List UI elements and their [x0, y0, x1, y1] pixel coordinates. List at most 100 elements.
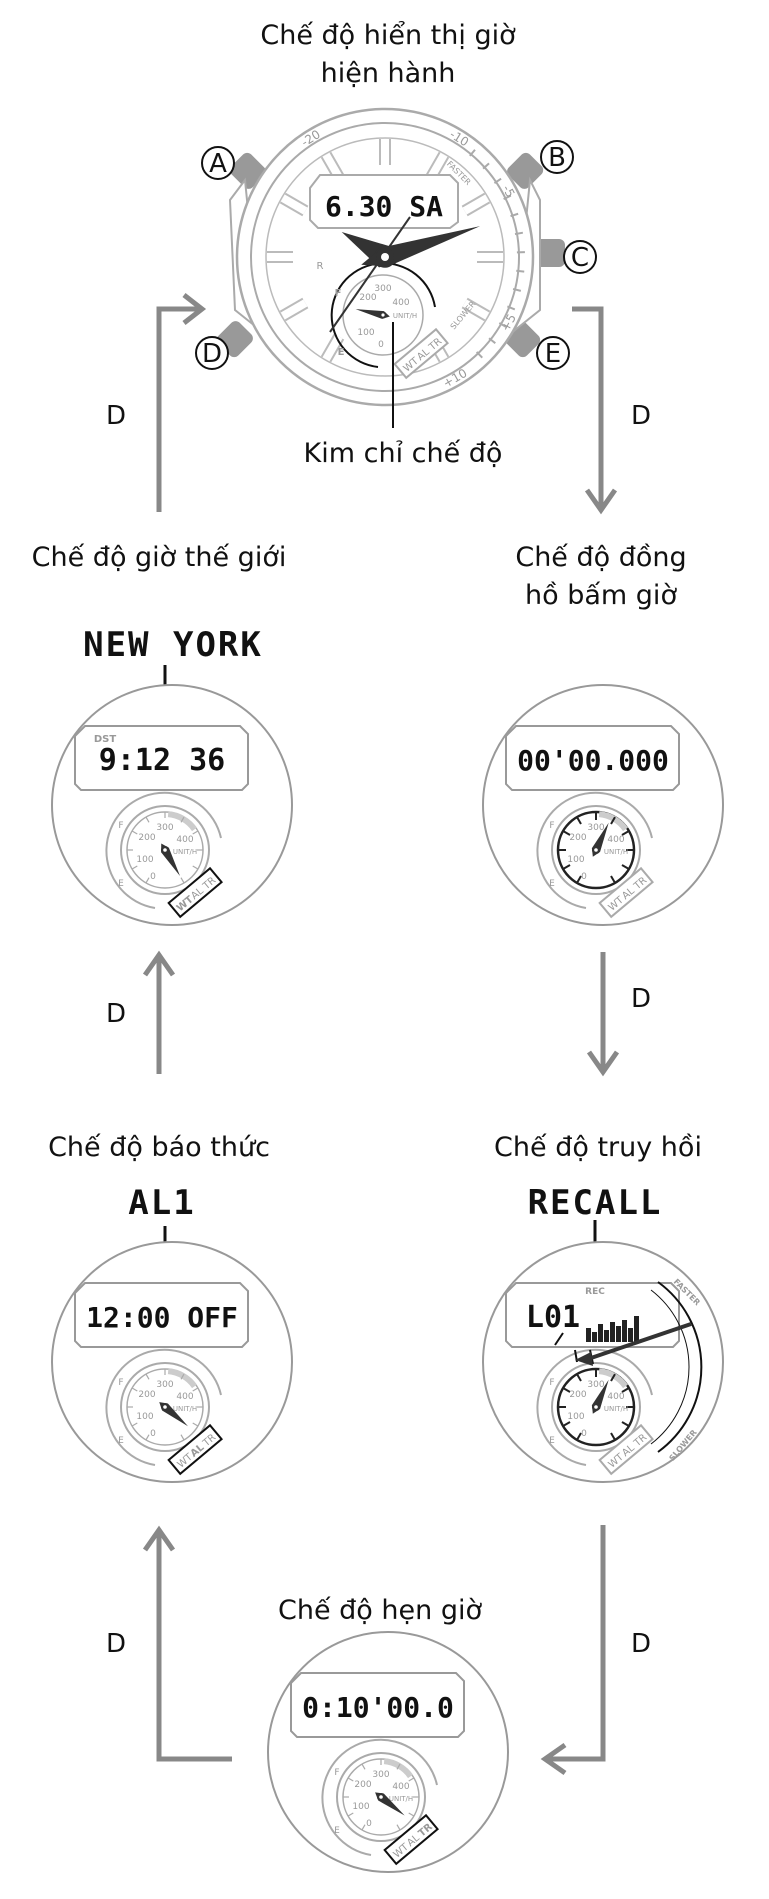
- bezel-tick: [493, 177, 502, 185]
- subdial-label-200: 200: [569, 1390, 586, 1400]
- subdial-tick: [576, 875, 582, 884]
- hour-index: [280, 194, 308, 215]
- button-e-label: E: [545, 339, 561, 369]
- arrowhead-left: [540, 1742, 567, 1776]
- subdial-label-0: 0: [378, 340, 384, 350]
- subdial-tick: [192, 1422, 199, 1427]
- button-b[interactable]: [505, 150, 546, 191]
- world-time-city: NEW YORK: [83, 625, 263, 665]
- arrowhead-down: [584, 488, 618, 515]
- lcd-text: 6.30 SA: [325, 190, 443, 223]
- subdial-outer-ring: [105, 791, 222, 909]
- fuel-f-label: F: [118, 1378, 123, 1388]
- recall-graph-bar: [592, 1332, 597, 1342]
- arrow-to-current-mode: [156, 306, 200, 512]
- fuel-f-label: F: [334, 1768, 339, 1778]
- subdial-tick: [396, 1763, 401, 1770]
- bezel-tick: [469, 149, 476, 157]
- recall-pointer-hand: [590, 1322, 692, 1360]
- button-d-label: D: [202, 339, 222, 369]
- bezel-tick: [503, 194, 512, 201]
- recall-graph-bar: [604, 1330, 609, 1342]
- subdial-label-0: 0: [366, 1819, 372, 1829]
- subdial-outer-ring: [330, 262, 436, 368]
- subdial-tick: [361, 1763, 366, 1770]
- subdial-tick: [131, 1387, 138, 1392]
- recall-graph-bar: [628, 1328, 633, 1342]
- recall-pointer-hand-tail: [575, 1352, 593, 1366]
- subdial-tick: [408, 1777, 415, 1782]
- subdial-tick: [621, 830, 630, 836]
- hour-index: [322, 152, 343, 180]
- fuel-e-label: E: [338, 347, 345, 358]
- subdial-label-400: 400: [392, 1782, 409, 1792]
- button-b-body: [507, 152, 544, 189]
- fuel-e-label: E: [549, 879, 555, 889]
- button-c[interactable]: [535, 239, 565, 267]
- subdial-label-300: 300: [587, 1380, 604, 1390]
- fuel-f-label: F: [335, 288, 342, 299]
- subdial-label-400: 400: [607, 1392, 624, 1402]
- bezel-tick: [498, 322, 507, 328]
- bezel-label: -5: [500, 183, 518, 200]
- recall-graph-bar: [610, 1322, 615, 1342]
- hand-pivot-center: [163, 848, 167, 852]
- hand-pivot-center: [594, 848, 598, 852]
- fuel-e-label: E: [549, 1436, 555, 1446]
- subdial-tick: [361, 1824, 366, 1831]
- subdial-label-400: 400: [607, 835, 624, 845]
- bezel-tick: [475, 351, 483, 359]
- subdial-unit-label: UNIT/H: [173, 1405, 197, 1413]
- subdial-label-400: 400: [176, 1392, 193, 1402]
- lcd-text: 0:10'00.0: [302, 1691, 454, 1724]
- subdial-label-100: 100: [567, 1412, 584, 1422]
- subdial-label-100: 100: [567, 855, 584, 865]
- button-d-marker: [195, 336, 229, 370]
- subdial-outer-ring: [536, 1348, 653, 1466]
- d-label-2: D: [631, 401, 651, 431]
- subdial-label-100: 100: [352, 1802, 369, 1812]
- subdial-label-0: 0: [150, 1429, 156, 1439]
- subdial-tick: [576, 1432, 582, 1441]
- button-a-body: [229, 152, 266, 189]
- hour-index: [280, 299, 308, 320]
- subdial-tick: [610, 816, 616, 825]
- mode-selector-box: [598, 1423, 655, 1476]
- subdial-label-100: 100: [136, 855, 153, 865]
- alarm-header: AL1: [128, 1183, 195, 1223]
- hour-index: [462, 194, 490, 215]
- lcd-display: [309, 174, 459, 229]
- d-label-5: D: [106, 1629, 126, 1659]
- speed-arc-inner: [650, 1289, 690, 1445]
- subdial-tick: [621, 1421, 630, 1427]
- subdial-tick: [576, 1373, 582, 1382]
- subdial-label-400: 400: [176, 835, 193, 845]
- lcd-display: [74, 1282, 249, 1348]
- hour-index: [322, 334, 343, 362]
- mode-selector-box: [598, 866, 655, 919]
- subdial-label-200: 200: [359, 293, 376, 303]
- recall-graph-bar: [598, 1324, 603, 1342]
- subdial-tick: [347, 1812, 354, 1817]
- arrow-to-stopwatch: [572, 306, 604, 508]
- subdial-outer-ring: [321, 1738, 438, 1856]
- fuel-e-label: E: [118, 879, 124, 889]
- bezel-tick: [516, 269, 525, 273]
- arrowhead-right: [182, 293, 207, 325]
- button-a[interactable]: [227, 150, 268, 191]
- recall-graph-bar: [616, 1326, 621, 1342]
- d-label-3: D: [106, 999, 126, 1029]
- subdial-unit-label: UNIT/H: [604, 1405, 628, 1413]
- subdial-tick: [347, 1777, 354, 1782]
- subdial-label-200: 200: [138, 1390, 155, 1400]
- arrow-to-alarm: [156, 1530, 232, 1762]
- button-a-label: A: [209, 149, 227, 179]
- hand-pivot-center: [379, 1795, 383, 1799]
- button-b-marker: [540, 140, 574, 174]
